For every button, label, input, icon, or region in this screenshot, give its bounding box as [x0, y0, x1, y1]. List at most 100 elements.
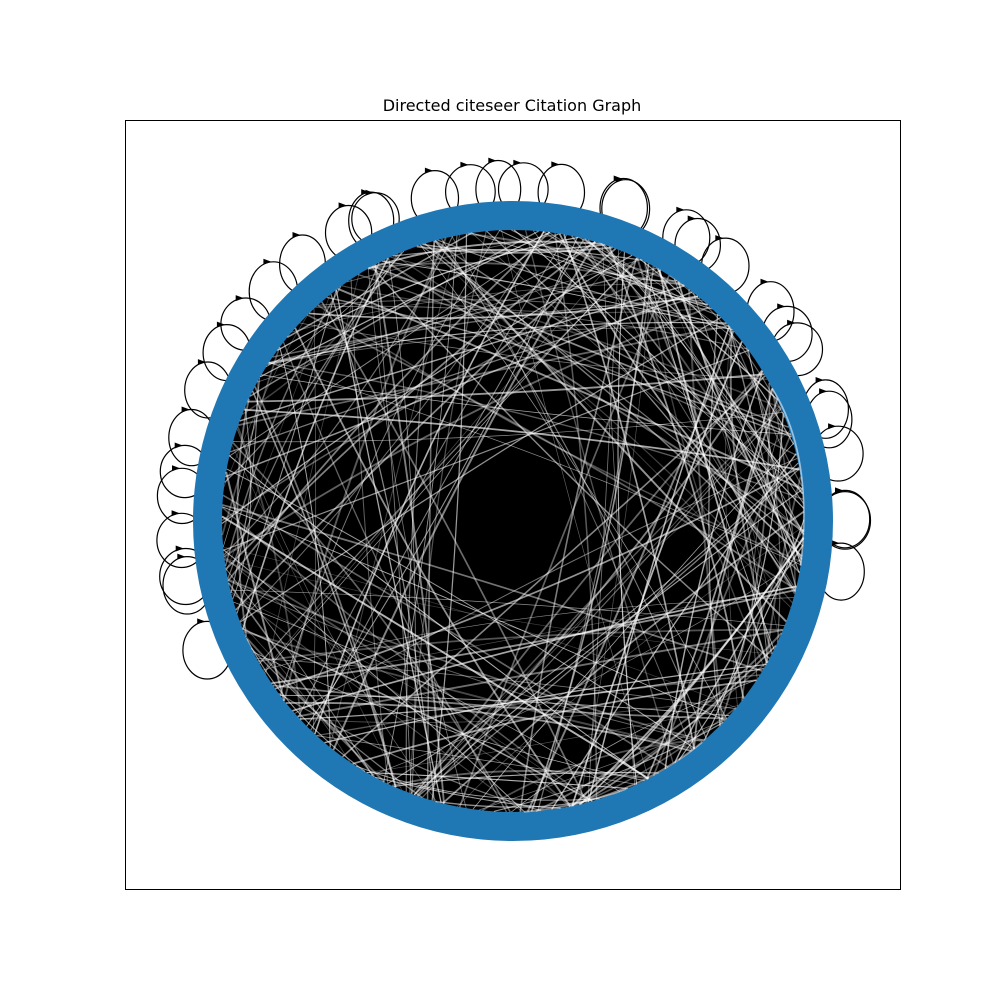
- edge-gap: [223, 236, 454, 556]
- edge-gap: [718, 383, 771, 727]
- edge-gap: [232, 442, 512, 813]
- self-loop-arrowhead: [835, 488, 843, 495]
- edge-gap: [250, 647, 423, 798]
- edge-gap: [268, 321, 727, 364]
- edge-gap: [417, 468, 800, 797]
- edge-gap: [383, 235, 458, 782]
- edge-gap: [230, 589, 785, 626]
- edge-gap: [230, 295, 699, 453]
- edge-gap: [272, 297, 701, 358]
- edge-gap: [708, 314, 721, 726]
- edge-gap: [263, 597, 794, 671]
- edge-gap: [231, 594, 589, 803]
- edge-gap: [703, 413, 784, 741]
- edge-gap: [299, 322, 768, 380]
- edge-gap: [374, 264, 445, 804]
- self-loop-arrowhead: [828, 423, 837, 430]
- edge-gap: [371, 558, 802, 776]
- edge-gap: [297, 629, 783, 718]
- edge-gap: [224, 285, 342, 567]
- edge-gap: [316, 735, 637, 785]
- edge-gap: [563, 234, 695, 749]
- edge-gap: [231, 445, 402, 791]
- self-loop-arrowhead: [488, 157, 497, 164]
- edge-gap: [350, 279, 389, 784]
- edge-gap: [493, 722, 724, 812]
- edge-gap: [246, 639, 366, 773]
- edge-gap: [280, 694, 730, 717]
- edge-gap: [458, 275, 670, 808]
- edge-gap: [652, 434, 792, 777]
- self-loop-arrowhead: [460, 161, 469, 168]
- edge-gap: [388, 257, 416, 794]
- edge-gap: [259, 231, 551, 378]
- edge-gap: [394, 254, 793, 604]
- edge-gap: [306, 236, 578, 727]
- edge-lines: [221, 229, 805, 813]
- edge-gap: [268, 362, 801, 566]
- edge-gap: [268, 267, 658, 364]
- edge-gap: [227, 582, 376, 778]
- edge-gap: [584, 238, 778, 401]
- edge-gap: [639, 258, 795, 445]
- self-loop-arrowhead: [613, 175, 622, 182]
- edge-gap: [238, 325, 730, 427]
- edge-gap: [230, 591, 523, 813]
- edge-gap: [771, 388, 805, 566]
- edge-gap: [727, 325, 803, 487]
- edge-gap: [416, 370, 763, 797]
- edge-gap: [391, 769, 650, 787]
- edge-gap: [236, 428, 438, 803]
- edge-gap: [324, 663, 767, 744]
- edge-gap: [387, 462, 799, 785]
- self-loop-arrowhead: [361, 189, 370, 196]
- self-loop-arrowhead: [181, 406, 190, 413]
- edge-gap: [571, 341, 743, 807]
- self-loop-arrowhead: [171, 510, 180, 517]
- edge-gap: [279, 346, 331, 748]
- edge-gap: [241, 253, 399, 415]
- edge-gap: [664, 371, 764, 770]
- edge-gap: [267, 327, 732, 365]
- edge-gap: [222, 506, 726, 721]
- edge-gap: [227, 231, 550, 582]
- edge-gap: [286, 232, 473, 338]
- edge-gap: [524, 741, 703, 813]
- edge-gap: [223, 305, 711, 558]
- edge-gap: [741, 528, 805, 701]
- edge-gap: [223, 349, 749, 551]
- edge-gap: [390, 256, 704, 302]
- edge-gap: [256, 657, 736, 710]
- edge-gap: [434, 240, 787, 623]
- edge-gap: [467, 232, 685, 287]
- edge-gap: [372, 265, 792, 435]
- edge-gap: [442, 510, 805, 804]
- edge-gap: [317, 304, 802, 563]
- edge-gap: [222, 494, 669, 768]
- edge-gap: [501, 230, 649, 779]
- self-loop-arrowhead: [819, 388, 828, 395]
- self-loop-arrowhead: [787, 319, 796, 326]
- edge-gap: [235, 248, 617, 611]
- edge-gap: [604, 244, 805, 535]
- edge-gap: [519, 257, 638, 813]
- edge-gap: [617, 252, 638, 785]
- edge-gap: [329, 234, 461, 748]
- edge-gap: [316, 674, 761, 737]
- self-loop-arrowhead: [513, 159, 522, 166]
- edge-gap: [229, 455, 649, 780]
- edge-gap: [263, 250, 622, 672]
- edge-gap: [537, 266, 655, 812]
- edge-gap: [542, 230, 708, 306]
- edge-gap: [558, 233, 803, 557]
- edge-gap: [257, 628, 783, 662]
- edge-gap: [481, 738, 705, 812]
- edge-gap: [232, 412, 784, 443]
- edge-gap: [221, 515, 650, 780]
- edge-gap: [247, 373, 765, 403]
- edge-gap: [426, 240, 435, 800]
- edge-gap: [264, 257, 638, 673]
- edge-gap: [533, 230, 803, 489]
- edge-gap: [441, 238, 707, 739]
- edge-gap: [251, 390, 397, 788]
